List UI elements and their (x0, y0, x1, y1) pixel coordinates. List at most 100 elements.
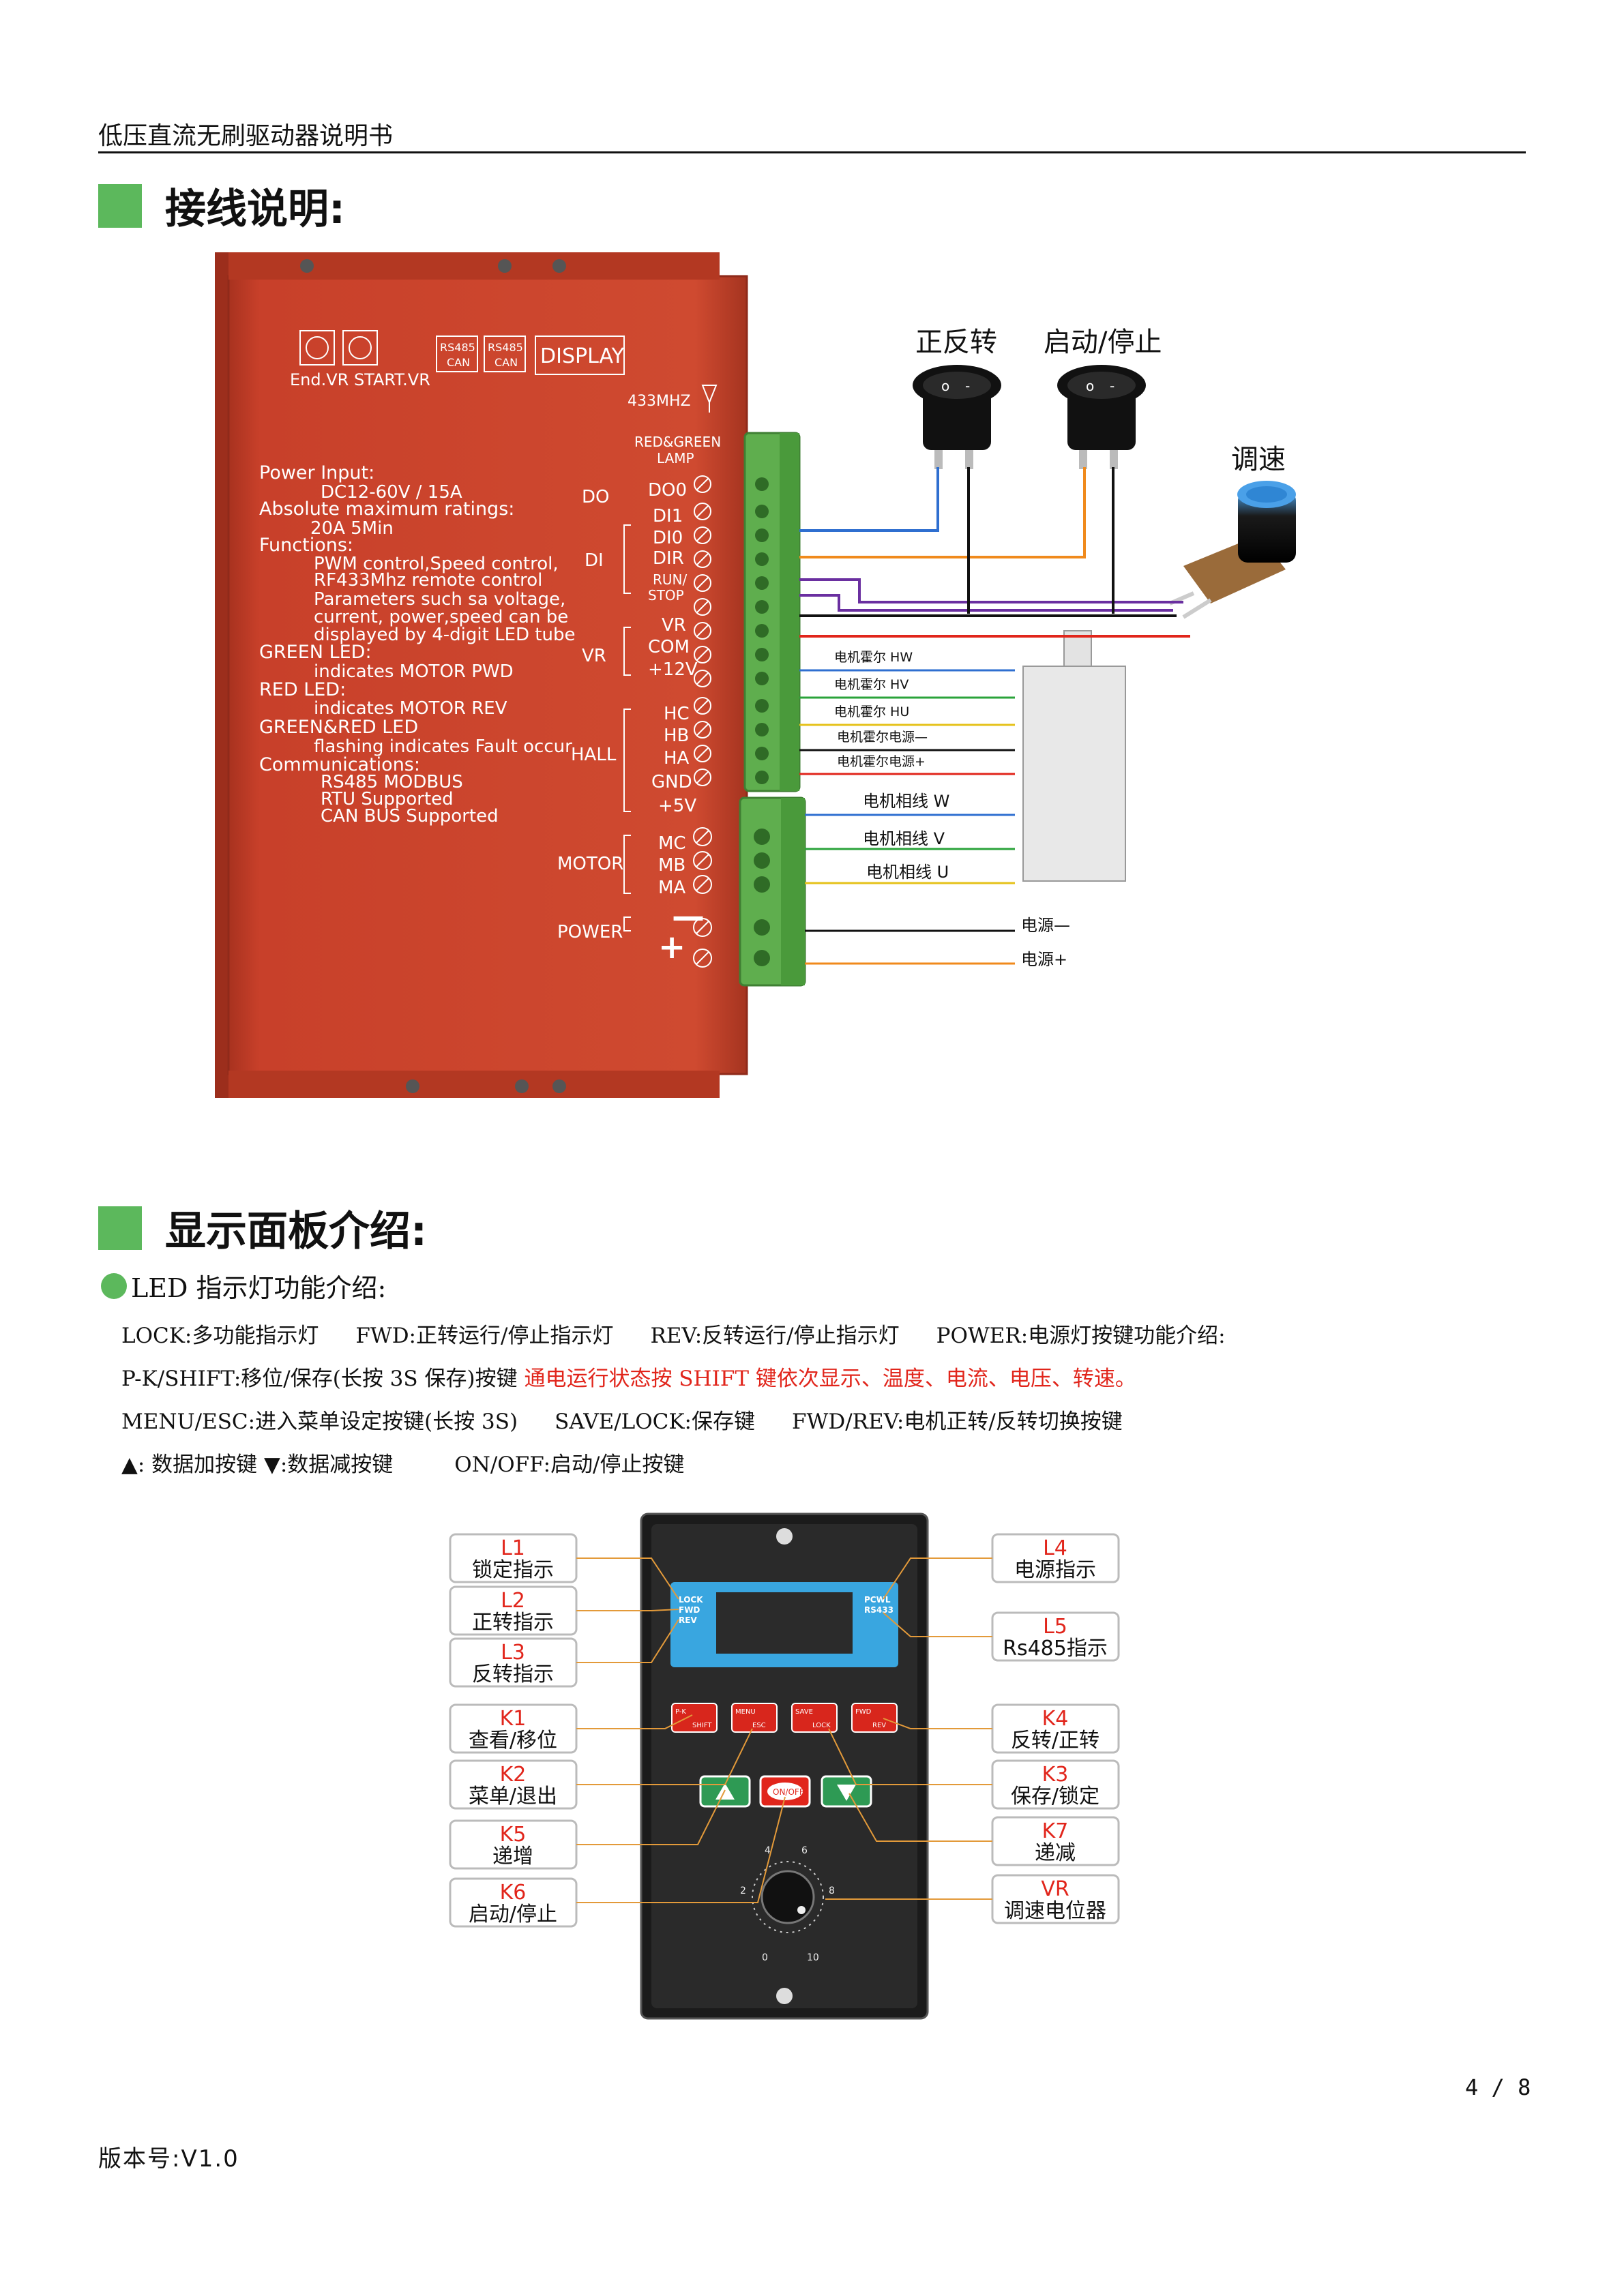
terminal-hole-icon (755, 699, 769, 713)
control-wires (799, 467, 1190, 638)
terminal-screw-icon (694, 503, 711, 520)
terminal-hole-icon (755, 505, 769, 518)
spec-line: PWM control,Speed control, (314, 554, 559, 574)
speed-dial[interactable] (752, 1861, 824, 1933)
rs485-port-label-1: RS485 (440, 341, 475, 354)
version-label: 版本号:V1.0 (98, 2145, 239, 2173)
down-key-button[interactable] (821, 1775, 872, 1808)
terminal-screw-icon (694, 550, 711, 568)
spec-line: GREEN&RED LED (259, 717, 418, 738)
desc-on-off: ON/OFF:启动/停止按键 (454, 1452, 685, 1477)
can-port-label-2: CAN (494, 356, 518, 369)
spec-line: Functions: (259, 535, 353, 556)
svg-text:o: o (941, 378, 949, 394)
pin-label: DI0 (653, 528, 683, 548)
section-wiring-title: 接线说明: (165, 185, 345, 233)
terminal-screw-icon (694, 475, 711, 493)
terminal-screw-icon (693, 918, 712, 937)
pin-label: +12V (648, 659, 698, 680)
panel-key-top-label: P-K (675, 1708, 686, 1716)
terminal-screw-icon (694, 745, 711, 762)
callout-code: L4 (1043, 1536, 1067, 1560)
driver-wiring-diagram: End.VR START.VR RS485 CAN RS485 CAN DISP… (215, 252, 1296, 1098)
terminal-screw-icon (694, 622, 711, 640)
terminal-block-signal (743, 432, 801, 792)
wire-label-power-neg: 电源— (1021, 916, 1070, 935)
group-hall-label: HALL (571, 745, 617, 765)
terminal-hole-icon (755, 528, 769, 542)
wire-label-hall-vcc: 电机霍尔电源+ (837, 754, 926, 769)
rf-433-label: 433MHZ (628, 393, 691, 410)
onoff-key-label: ON/OFF (773, 1787, 804, 1797)
callout-code: K1 (500, 1707, 527, 1731)
spec-line: indicates MOTOR REV (314, 698, 507, 719)
terminal-screw-icon (694, 574, 711, 592)
desc-menu-esc: MENU/ESC:进入菜单设定按键(长按 3S) (121, 1410, 518, 1434)
start-stop-switch-icon: o- (1057, 365, 1146, 469)
desc-power: POWER:电源灯按键功能介绍: (936, 1324, 1226, 1348)
speed-potentiometer-icon (1168, 481, 1296, 619)
callout-code: K3 (1042, 1763, 1069, 1787)
pin-label: + (658, 928, 685, 966)
terminal-screw-icon (694, 670, 711, 687)
terminal-screw-icon (694, 526, 711, 544)
pin-label: RUN/ (653, 571, 687, 588)
callout-code: K4 (1042, 1707, 1069, 1731)
desc-pk-shift: P-K/SHIFT:移位/保存(长按 3S 保存)按键 (121, 1367, 518, 1391)
terminal-screw-icon (694, 721, 711, 739)
terminal-screw-icon (693, 875, 712, 894)
dial-mark-6: 6 (801, 1845, 808, 1856)
terminal-hole-icon (755, 552, 769, 566)
pin-label: GND (651, 772, 692, 792)
screen-label-rs: RS433 (864, 1605, 894, 1615)
terminal-hole-icon (755, 747, 769, 760)
lamp-label-2: LAMP (657, 450, 694, 466)
screen-label-fwd: FWD (679, 1605, 700, 1615)
wire-label-hall-gnd: 电机霍尔电源— (837, 730, 928, 745)
terminal-block-power (739, 796, 806, 987)
screen-label-rev: REV (679, 1615, 697, 1625)
dial-mark-0: 0 (762, 1952, 768, 1963)
spec-line: RTU Supported (321, 789, 454, 809)
svg-text:o: o (1086, 378, 1094, 394)
pin-label: DO0 (648, 480, 687, 501)
onoff-key-button[interactable]: ON/OFF (759, 1775, 811, 1808)
desc-save-lock: SAVE/LOCK:保存键 (555, 1410, 755, 1434)
spec-line: GREEN LED: (259, 642, 372, 663)
terminal-hole-icon (755, 648, 769, 661)
lamp-label-1: RED&GREEN (634, 434, 721, 450)
motor-wires (799, 669, 1015, 965)
section-marker-icon (98, 183, 142, 228)
pin-label: DI1 (653, 506, 683, 526)
document-title: 低压直流无刷驱动器说明书 (98, 122, 394, 150)
control-panel-diagram: LOCK FWD REV PCWL RS433 P-KSHIFTMENUESCS… (449, 1512, 1120, 2020)
section-marker-icon (98, 1206, 142, 1250)
callout-text: 反转指示 (472, 1663, 554, 1686)
pin-label: MA (658, 878, 685, 898)
terminal-hole-icon (754, 919, 770, 936)
panel-body (640, 1512, 929, 2020)
callout-code: K2 (500, 1763, 527, 1787)
section-panel: 显示面板介绍: (98, 1198, 427, 1257)
panel-key-bottom-label: ESC (752, 1722, 766, 1729)
group-di-label: DI (585, 550, 604, 571)
driver-body (215, 252, 748, 1098)
terminal-hole-icon (754, 950, 770, 966)
callout-code: L2 (501, 1589, 525, 1613)
wire-label-phase-v: 电机相线 V (863, 829, 945, 848)
terminal-hole-icon (755, 771, 769, 784)
wire-label-phase-w: 电机相线 W (863, 792, 949, 811)
can-port-label-1: CAN (447, 356, 470, 369)
callout-text: 调速电位器 (1004, 1899, 1106, 1923)
